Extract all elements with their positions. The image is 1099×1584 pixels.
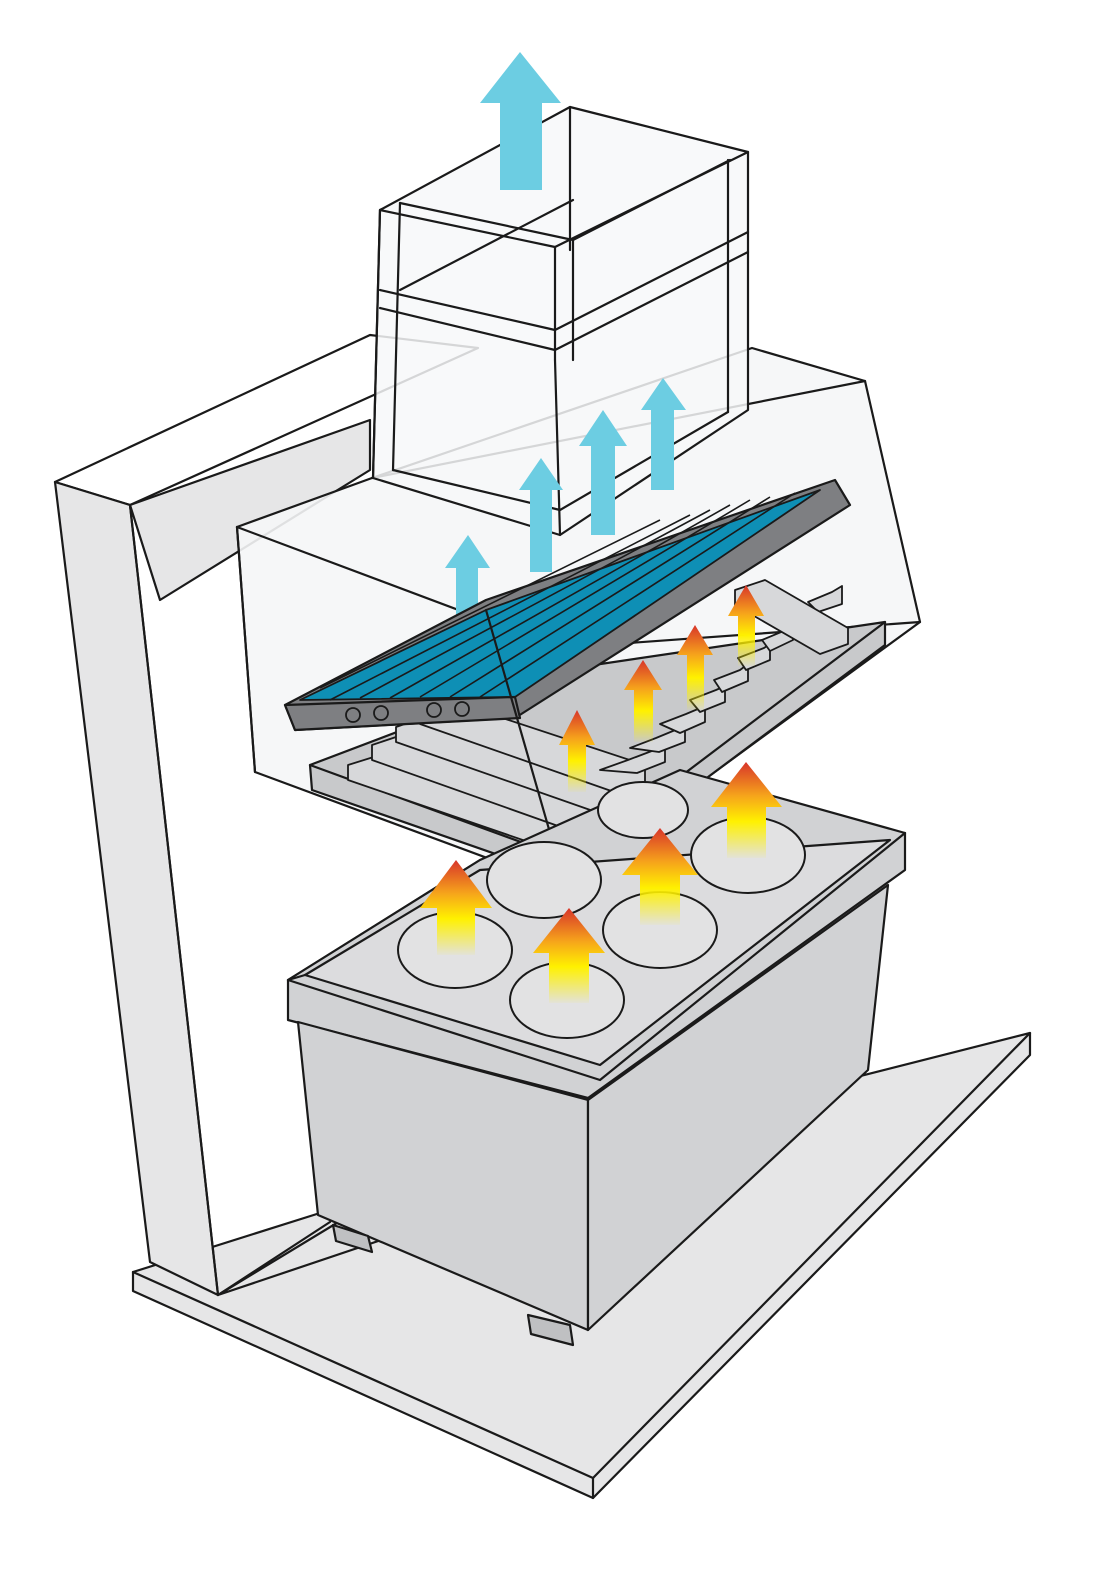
exhaust-arrow-4 <box>641 378 686 490</box>
heat-arrow-7 <box>677 625 713 710</box>
filter-screws <box>345 701 470 723</box>
heat-arrow-5 <box>559 710 595 792</box>
exhaust-arrow-main <box>480 52 561 190</box>
heat-arrow-1 <box>420 860 492 955</box>
exhaust-arrows <box>445 52 686 628</box>
heat-arrow-4 <box>711 762 782 858</box>
burner-3 <box>486 841 602 919</box>
exhaust-arrow-3 <box>579 410 627 535</box>
exhaust-arrow-1 <box>445 535 490 628</box>
heat-arrow-8 <box>728 585 764 666</box>
filter-slats <box>319 492 796 701</box>
grate-bars <box>347 579 849 851</box>
heat-arrow-6 <box>624 660 662 742</box>
exhaust-arrow-2 <box>519 458 563 572</box>
heat-arrow-3 <box>622 828 698 925</box>
heat-arrow-2 <box>533 908 605 1003</box>
grease-filter <box>283 478 852 887</box>
heat-arrows <box>420 585 782 1003</box>
burner-5 <box>597 781 689 839</box>
